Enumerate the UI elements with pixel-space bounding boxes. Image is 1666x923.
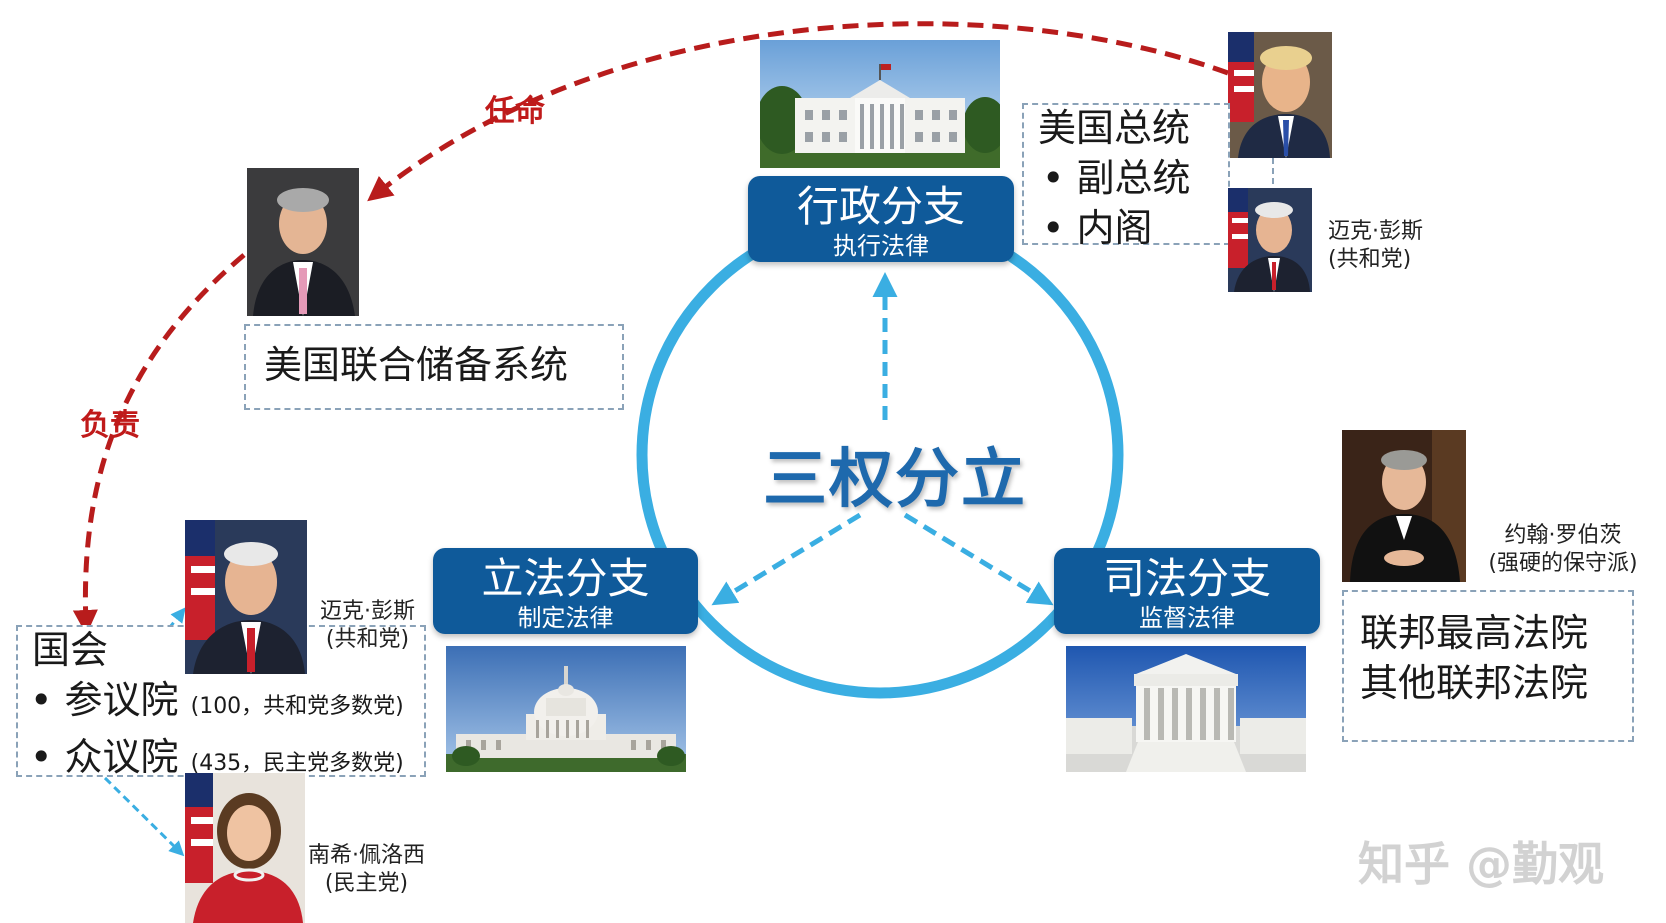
- responsible-label: 负责: [80, 408, 140, 443]
- vp-senate-caption: 迈克·彭斯 (共和党): [320, 598, 415, 654]
- vp-senate-party: (共和党): [325, 627, 410, 652]
- vp-senate-photo: [185, 520, 307, 674]
- watermark: 知乎 @勤观: [1358, 837, 1605, 891]
- executive-branch-title: 行政分支: [796, 182, 965, 231]
- executive-branch-box: 行政分支 执行法律: [748, 176, 1014, 262]
- chief-justice-caption: 约翰·罗伯茨 (强硬的保守派): [1478, 522, 1648, 578]
- fed-title: 美国联合储备系统: [264, 343, 569, 387]
- court-box: 联邦最高法院 其他联邦法院: [1342, 590, 1634, 742]
- speaker-name: 南希·佩洛西: [308, 843, 425, 868]
- executive-item-vp: • 副总统: [1042, 156, 1191, 200]
- chief-justice-name: 约翰·罗伯茨: [1504, 523, 1622, 548]
- vp-exec-party: (共和党): [1328, 247, 1412, 272]
- legislative-branch-subtitle: 制定法律: [517, 604, 614, 632]
- vp-senate-name: 迈克·彭斯: [320, 599, 415, 624]
- speaker-party: (民主党): [324, 871, 409, 896]
- vp-exec-caption: 迈克·彭斯 (共和党): [1328, 218, 1423, 274]
- fed-chair-photo: [247, 168, 359, 316]
- executive-info-box: 美国总统 • 副总统 • 内阁: [1022, 103, 1230, 250]
- fed-box: 美国联合储备系统: [244, 324, 624, 410]
- arrow-appoint: [367, 21, 1229, 202]
- capitol-photo: [446, 646, 686, 772]
- house-label: 众议院: [64, 735, 179, 779]
- cabinet-label: 内阁: [1076, 206, 1153, 250]
- chief-justice-party: (强硬的保守派): [1488, 551, 1638, 576]
- arrow-to-legislative: [711, 512, 862, 606]
- supreme-court-photo: [1066, 646, 1306, 772]
- president-photo: [1228, 32, 1332, 158]
- court-line-supreme: 联邦最高法院: [1360, 611, 1589, 655]
- senate-item: • 参议院 (100，共和党多数党): [30, 678, 404, 722]
- vp-exec-name: 迈克·彭斯: [1328, 219, 1423, 244]
- vp-exec-photo: [1228, 188, 1312, 292]
- house-note: (435，民主党多数党): [190, 751, 404, 776]
- house-item: • 众议院 (435，民主党多数党): [30, 735, 404, 779]
- center-title: 三权分立: [763, 443, 1027, 517]
- white-house-photo: [760, 40, 1000, 168]
- executive-branch-subtitle: 执行法律: [833, 232, 929, 260]
- congress-title: 国会: [32, 628, 109, 672]
- legislative-branch-box: 立法分支 制定法律: [433, 548, 698, 634]
- executive-item-cabinet: • 内阁: [1042, 206, 1153, 250]
- judicial-branch-title: 司法分支: [1102, 554, 1271, 603]
- speaker-caption: 南希·佩洛西 (民主党): [308, 842, 425, 898]
- legislative-branch-title: 立法分支: [481, 554, 650, 603]
- arrow-speaker: [103, 776, 185, 857]
- appoint-label: 任命: [485, 94, 545, 129]
- arrow-to-judicial: [903, 512, 1054, 606]
- arrow-responsible: [72, 253, 246, 635]
- speaker-photo: [185, 773, 305, 923]
- president-title: 美国总统: [1038, 106, 1191, 150]
- court-line-other: 其他联邦法院: [1360, 661, 1589, 705]
- chief-justice-photo: [1342, 430, 1466, 582]
- vp-label: 副总统: [1076, 156, 1191, 200]
- judicial-branch-subtitle: 监督法律: [1139, 604, 1235, 632]
- judicial-branch-box: 司法分支 监督法律: [1054, 548, 1320, 634]
- senate-note: (100，共和党多数党): [190, 694, 404, 719]
- senate-label: 参议院: [64, 678, 179, 722]
